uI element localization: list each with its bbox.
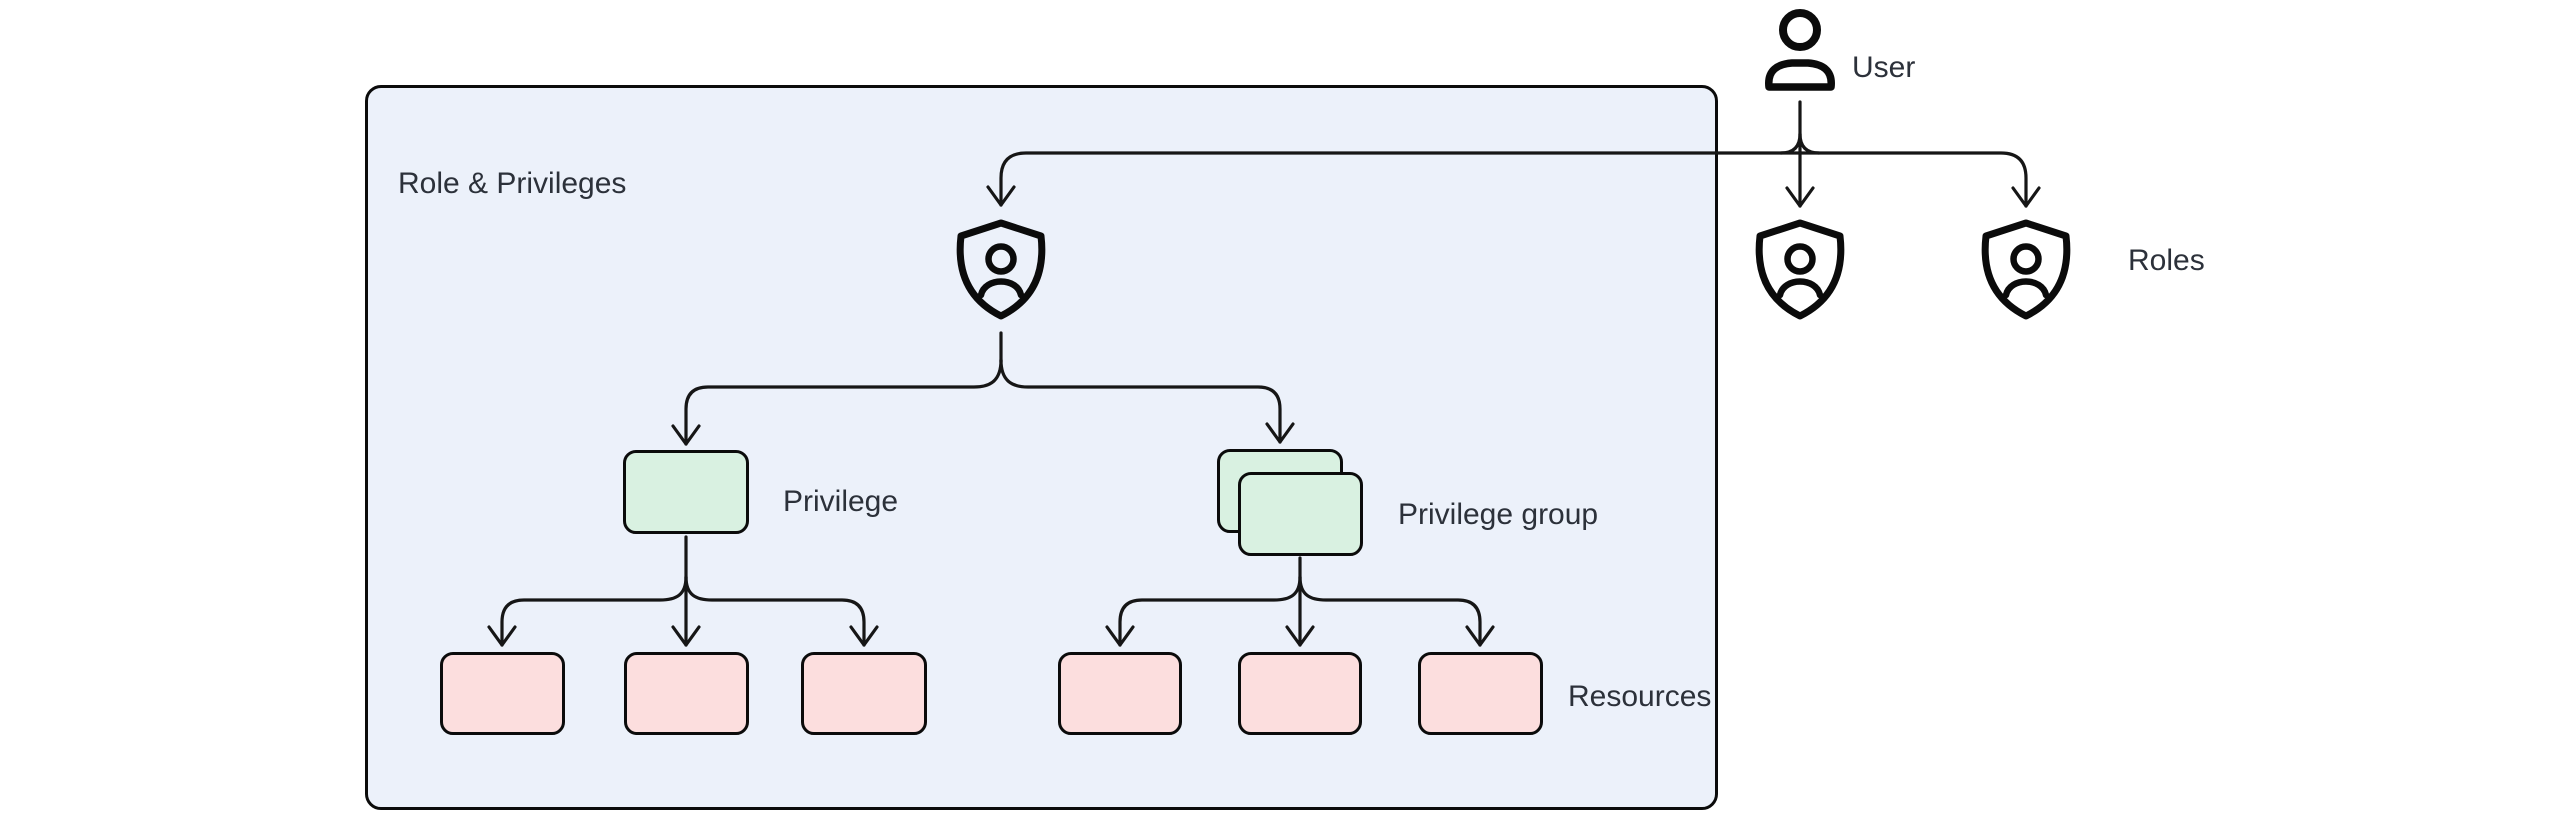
- role-shield-icon-left: [1759, 223, 1841, 316]
- roles-label: Roles: [2128, 244, 2205, 277]
- privilege-group-node-front: [1238, 472, 1363, 556]
- resource-node-6: [1418, 652, 1543, 735]
- resource-node-1: [440, 652, 565, 735]
- role-shield-icon-right: [1985, 223, 2067, 316]
- connector-user-to-role-right: [1798, 151, 2041, 208]
- resource-node-2: [624, 652, 749, 735]
- privilege-node: [623, 450, 749, 534]
- container-title: Role & Privileges: [398, 167, 627, 200]
- resource-node-3: [801, 652, 927, 735]
- user-icon: [1765, 9, 1835, 91]
- user-label: User: [1852, 51, 1916, 84]
- resource-node-5: [1238, 652, 1362, 735]
- resources-label: Resources: [1568, 680, 1712, 713]
- privilege-label: Privilege: [783, 485, 899, 518]
- resource-node-4: [1058, 652, 1182, 735]
- privilege-group-label: Privilege group: [1398, 498, 1599, 531]
- connector-user-to-role-left: [1779, 100, 1821, 208]
